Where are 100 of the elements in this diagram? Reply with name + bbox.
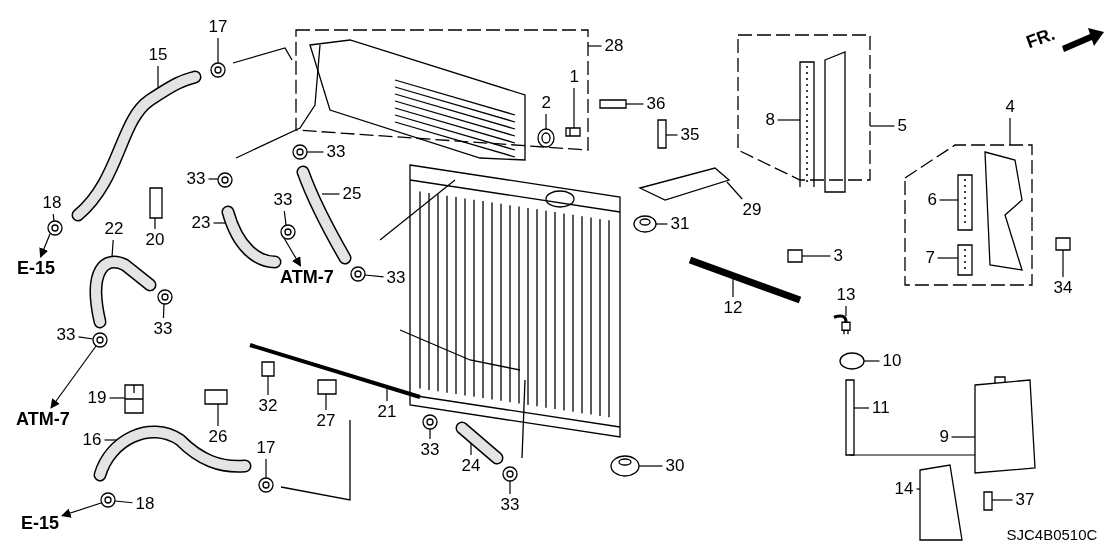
leader-line (321, 193, 341, 195)
leader-line (108, 397, 126, 399)
callout-number: 17 (207, 18, 229, 36)
reference-label: ATM-7 (15, 410, 71, 428)
leader-line (217, 403, 219, 427)
leader-line (587, 45, 603, 47)
leader-line (103, 439, 118, 441)
leader-line (545, 113, 547, 130)
leader-line (869, 125, 896, 127)
leader-line (863, 360, 881, 362)
callout-number: 24 (460, 457, 482, 475)
callout-number: 33 (152, 320, 174, 338)
leader-line (364, 274, 385, 278)
drawing-code: SJC4B0510C (1005, 526, 1099, 544)
leader-line (936, 257, 959, 259)
callout-number: 33 (385, 269, 407, 287)
callout-number: 33 (55, 326, 77, 344)
leader-line (638, 465, 664, 467)
leader-line (283, 210, 287, 226)
callout-number: 33 (272, 191, 294, 209)
arrow (283, 237, 302, 267)
callout-number: 18 (134, 495, 156, 513)
leader-line (938, 199, 959, 201)
callout-number: 8 (764, 111, 776, 129)
callout-number: 35 (679, 126, 701, 144)
callout-number: 30 (664, 457, 686, 475)
callout-number: 4 (1004, 98, 1016, 116)
arrow (39, 233, 51, 258)
callout-number: 28 (603, 37, 625, 55)
callout-number: 29 (741, 201, 763, 219)
callout-number: 3 (832, 247, 844, 265)
callout-number: 19 (86, 389, 108, 407)
leader-line (665, 134, 679, 136)
callout-number: 31 (669, 215, 691, 233)
hose-drawing (221, 205, 282, 269)
leader-line (267, 375, 269, 396)
callout-number: 33 (185, 170, 207, 188)
callout-number: 33 (325, 143, 347, 161)
callout-number: 34 (1052, 279, 1074, 297)
leader-line (845, 305, 847, 317)
leader-line (429, 428, 431, 440)
leader-line (265, 458, 267, 479)
callout-number: 2 (540, 94, 552, 112)
callout-number: 27 (315, 412, 337, 430)
leader-line (655, 223, 669, 225)
callout-number: 5 (896, 117, 908, 135)
callout-number: 1 (568, 68, 580, 86)
leader-line (1062, 249, 1064, 278)
leader-line (950, 436, 976, 438)
leader-line (732, 278, 734, 298)
leader-line (306, 151, 325, 153)
leader-line (217, 37, 219, 64)
leader-line (77, 336, 94, 340)
callout-number: 23 (190, 214, 212, 232)
callout-number: 16 (81, 431, 103, 449)
arrow (50, 345, 97, 409)
callout-number: 25 (341, 185, 363, 203)
callout-number: 37 (1014, 491, 1036, 509)
callout-number: 10 (881, 352, 903, 370)
callout-number: 33 (499, 496, 521, 514)
reference-label: ATM-7 (279, 268, 335, 286)
callout-number: 9 (938, 428, 950, 446)
leader-line (162, 303, 165, 319)
leader-line (853, 407, 870, 409)
reference-label: E-15 (16, 259, 57, 277)
callout-number: 14 (893, 480, 915, 498)
leader-line (154, 217, 156, 230)
leader-line (573, 87, 575, 129)
leader-line (207, 178, 219, 180)
reference-label: E-15 (20, 514, 61, 532)
leader-line (915, 488, 921, 490)
callout-number: 32 (257, 397, 279, 415)
leader-line (801, 255, 832, 257)
leader-line (625, 103, 645, 105)
callout-number: 21 (376, 403, 398, 421)
callout-number: 17 (255, 439, 277, 457)
callout-number: 33 (419, 441, 441, 459)
callout-number: 18 (41, 194, 63, 212)
leader-line (325, 393, 327, 411)
callout-number: 26 (207, 428, 229, 446)
leader-line (111, 239, 114, 258)
leader-line (1009, 117, 1011, 146)
leader-line (509, 480, 511, 495)
callout-number: 7 (924, 249, 936, 267)
callout-number: 36 (645, 95, 667, 113)
leader-line (52, 213, 55, 222)
leader-line (991, 499, 1014, 501)
leader-line (776, 119, 801, 121)
callout-number: 13 (835, 286, 857, 304)
direction-label: FR. (1022, 24, 1058, 52)
leader-line (726, 181, 743, 200)
leader-line (386, 388, 388, 402)
callout-number: 20 (144, 231, 166, 249)
callout-number: 12 (722, 299, 744, 317)
callout-number: 6 (926, 191, 938, 209)
callout-number: 11 (871, 399, 891, 417)
leader-line (114, 500, 134, 504)
callout-number: 22 (103, 220, 125, 238)
arrow (61, 502, 102, 518)
callout-number: 15 (147, 46, 169, 64)
